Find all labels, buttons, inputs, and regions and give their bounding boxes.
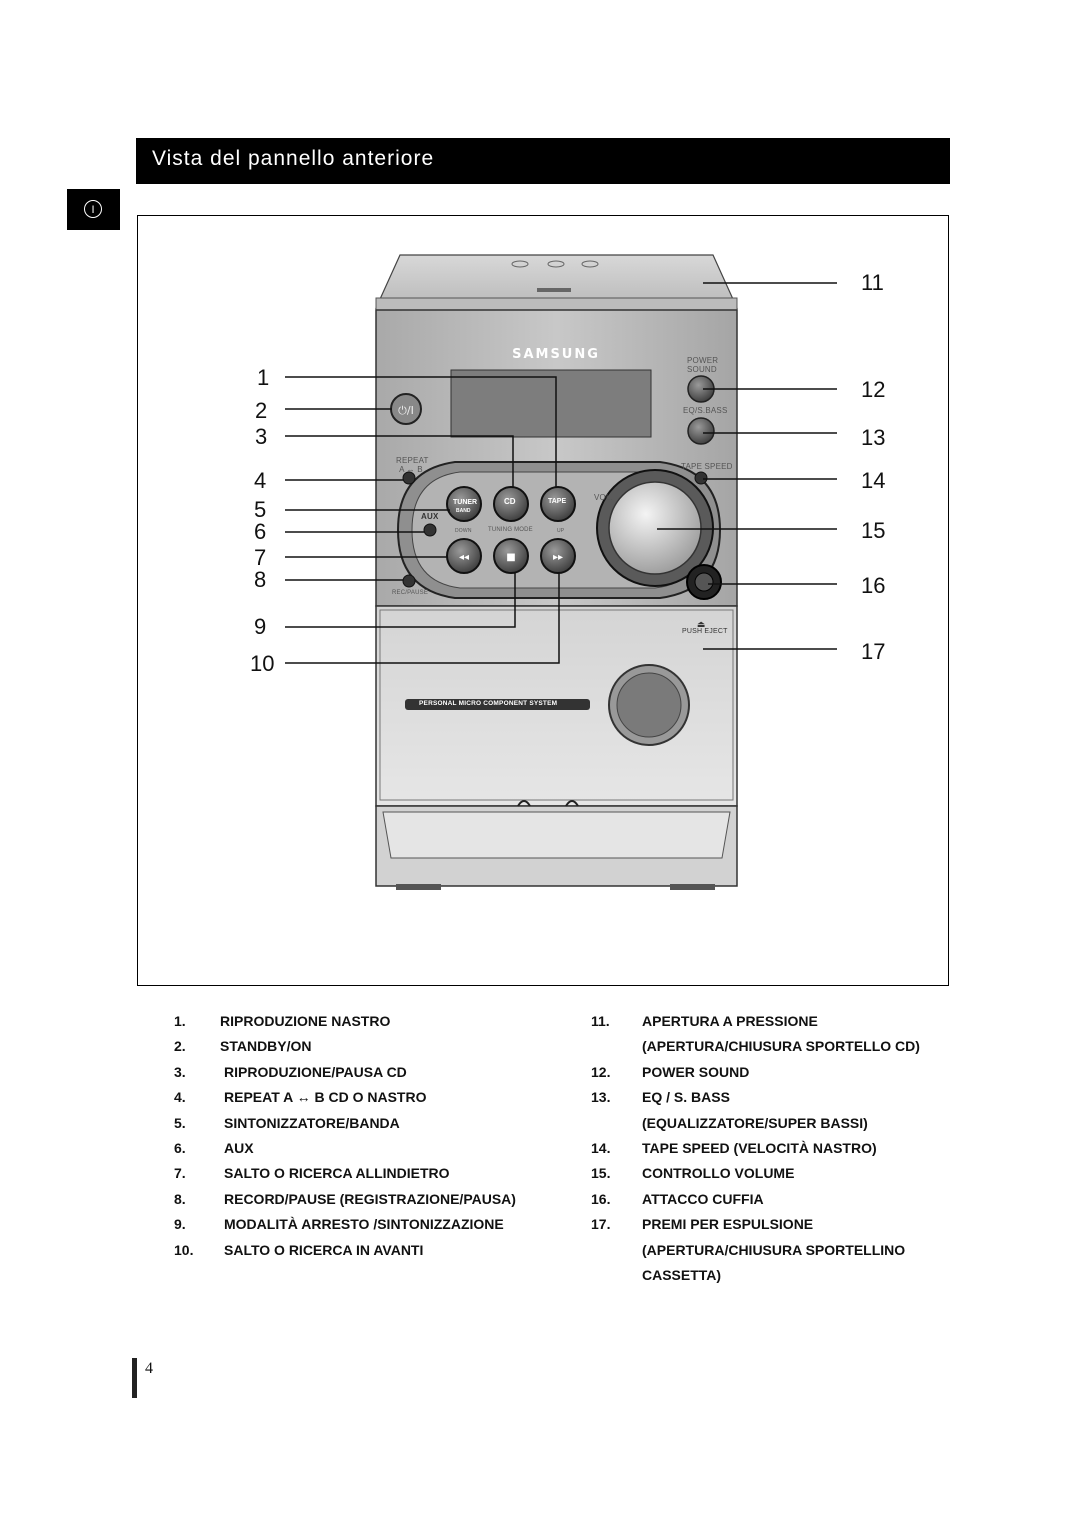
device-illustration: SAMSUNG ⏻/I ◂◂ ■ ▸▸ ⏏ xyxy=(285,254,837,890)
legend-item: 9.MODALITÀ ARRESTO /SINTONIZZAZIONE xyxy=(174,1216,504,1233)
rec-pause-button[interactable] xyxy=(402,574,416,588)
legend-item: 15.CONTROLLO VOLUME xyxy=(591,1165,795,1182)
cd-play-pause-button[interactable] xyxy=(493,486,529,522)
callout-number-7: 7 xyxy=(254,545,267,570)
legend-item: 17.PREMI PER ESPULSIONE xyxy=(591,1216,814,1233)
callout-number-1: 1 xyxy=(257,365,270,390)
tuner-band-button[interactable] xyxy=(446,486,482,522)
svg-text:⏻/I: ⏻/I xyxy=(398,404,414,417)
skip-forward-button[interactable] xyxy=(540,538,576,574)
callout-number-13: 13 xyxy=(861,425,886,450)
system-name-label: PERSONAL MICRO COMPONENT SYSTEM xyxy=(419,700,558,707)
section-title-bar: Vista del pannello anteriore xyxy=(136,138,950,184)
legend-item: 4.REPEAT A ↔ B CD O NASTRO xyxy=(174,1089,427,1106)
display-window xyxy=(450,369,652,438)
tape-play-button[interactable] xyxy=(540,486,576,522)
legend-item: 8.RECORD/PAUSE (REGISTRAZIONE/PAUSA) xyxy=(174,1190,516,1207)
callout-number-10: 10 xyxy=(250,651,275,676)
page-title: Vista del pannello anteriore xyxy=(152,147,435,170)
callout-number-8: 8 xyxy=(254,567,267,592)
volume-knob[interactable] xyxy=(608,481,702,575)
legend-item: (APERTURA/CHIUSURA SPORTELLO CD) xyxy=(642,1038,920,1055)
legend-item: 14.TAPE SPEED (VELOCITÀ NASTRO) xyxy=(591,1139,877,1156)
cd-label: CD xyxy=(504,497,516,506)
repeat-button[interactable] xyxy=(402,471,416,485)
callout-number-9: 9 xyxy=(254,614,267,639)
legend-item: 3.RIPRODUZIONE/PAUSA CD xyxy=(174,1063,407,1080)
front-panel-figure xyxy=(137,215,949,986)
eq-sbass-button[interactable] xyxy=(687,417,715,445)
legend-item: 12.POWER SOUND xyxy=(591,1063,750,1080)
aux-label: AUX xyxy=(421,512,439,521)
callout-number-16: 16 xyxy=(861,573,886,598)
legend-item: 16.ATTACCO CUFFIA xyxy=(591,1190,764,1207)
page-number-rule xyxy=(132,1358,137,1398)
skip-back-button[interactable] xyxy=(446,538,482,574)
callout-number-17: 17 xyxy=(861,639,886,664)
system-name-plate xyxy=(405,699,590,710)
legend-item: 7.SALTO O RICERCA ALLINDIETRO xyxy=(174,1165,450,1182)
callout-number-14: 14 xyxy=(861,468,886,493)
headphone-jack[interactable] xyxy=(694,572,714,592)
tuner-label: TUNER xyxy=(453,499,478,506)
legend-item: (EQUALIZZATORE/SUPER BASSI) xyxy=(642,1114,868,1131)
callout-number-12: 12 xyxy=(861,377,886,402)
callout-number-4: 4 xyxy=(254,468,267,493)
tuning-mode-label: TUNING MODE xyxy=(488,527,533,533)
right-callouts xyxy=(657,282,837,650)
tape-label: TAPE xyxy=(548,498,567,505)
legend-item: 1.RIPRODUZIONE NASTRO xyxy=(174,1013,391,1029)
legend-left: 1.RIPRODUZIONE NASTRO 2.STANDBY/ON 3.RIP… xyxy=(174,1009,516,1263)
up-label: UP xyxy=(557,528,565,534)
stop-icon: ■ xyxy=(506,552,515,563)
language-tab: I xyxy=(67,189,120,230)
eq-sbass-label: EQ/S.BASS xyxy=(683,406,728,415)
callout-number-5: 5 xyxy=(254,497,267,522)
tape-speed-button[interactable] xyxy=(694,471,708,485)
callout-number-15: 15 xyxy=(861,518,886,543)
rec-pause-label: REC/PAUSE xyxy=(392,590,429,596)
callout-number-2: 2 xyxy=(255,398,268,423)
legend-item: 13.EQ / S. BASS xyxy=(591,1089,730,1106)
eject-icon: ⏏ xyxy=(697,620,706,630)
skip-back-icon: ◂◂ xyxy=(459,552,469,563)
legend-item: CASSETTA) xyxy=(642,1266,722,1283)
left-callouts xyxy=(285,376,560,664)
legend-item: 2.STANDBY/ON xyxy=(174,1038,312,1055)
skip-forward-icon: ▸▸ xyxy=(553,552,563,563)
legend-item: 6.AUX xyxy=(174,1139,254,1156)
tape-speed-label: TAPE SPEED xyxy=(681,462,733,471)
page-number: 4 xyxy=(145,1360,153,1377)
vol-label: VOL. xyxy=(594,493,614,502)
callout-number-6: 6 xyxy=(254,519,267,544)
push-eject-label: PUSH EJECT xyxy=(682,628,728,635)
callout-number-11: 11 xyxy=(861,270,884,295)
legend-item: 11.APERTURA A PRESSIONE xyxy=(591,1013,818,1029)
down-label: DOWN xyxy=(455,528,472,534)
stop-button[interactable] xyxy=(493,538,529,574)
band-label: BAND xyxy=(456,508,471,514)
language-tab-label: I xyxy=(84,200,102,218)
legend-item: (APERTURA/CHIUSURA SPORTELLINO xyxy=(642,1241,906,1258)
callout-number-3: 3 xyxy=(255,424,268,449)
legend-right: 11.APERTURA A PRESSIONE (APERTURA/CHIUSU… xyxy=(591,1009,920,1288)
brand-logo: SAMSUNG xyxy=(512,347,600,362)
aux-button[interactable] xyxy=(423,523,437,537)
legend-item: 5.SINTONIZZATORE/BANDA xyxy=(174,1114,400,1131)
legend-item: 10.SALTO O RICERCA IN AVANTI xyxy=(174,1241,424,1258)
